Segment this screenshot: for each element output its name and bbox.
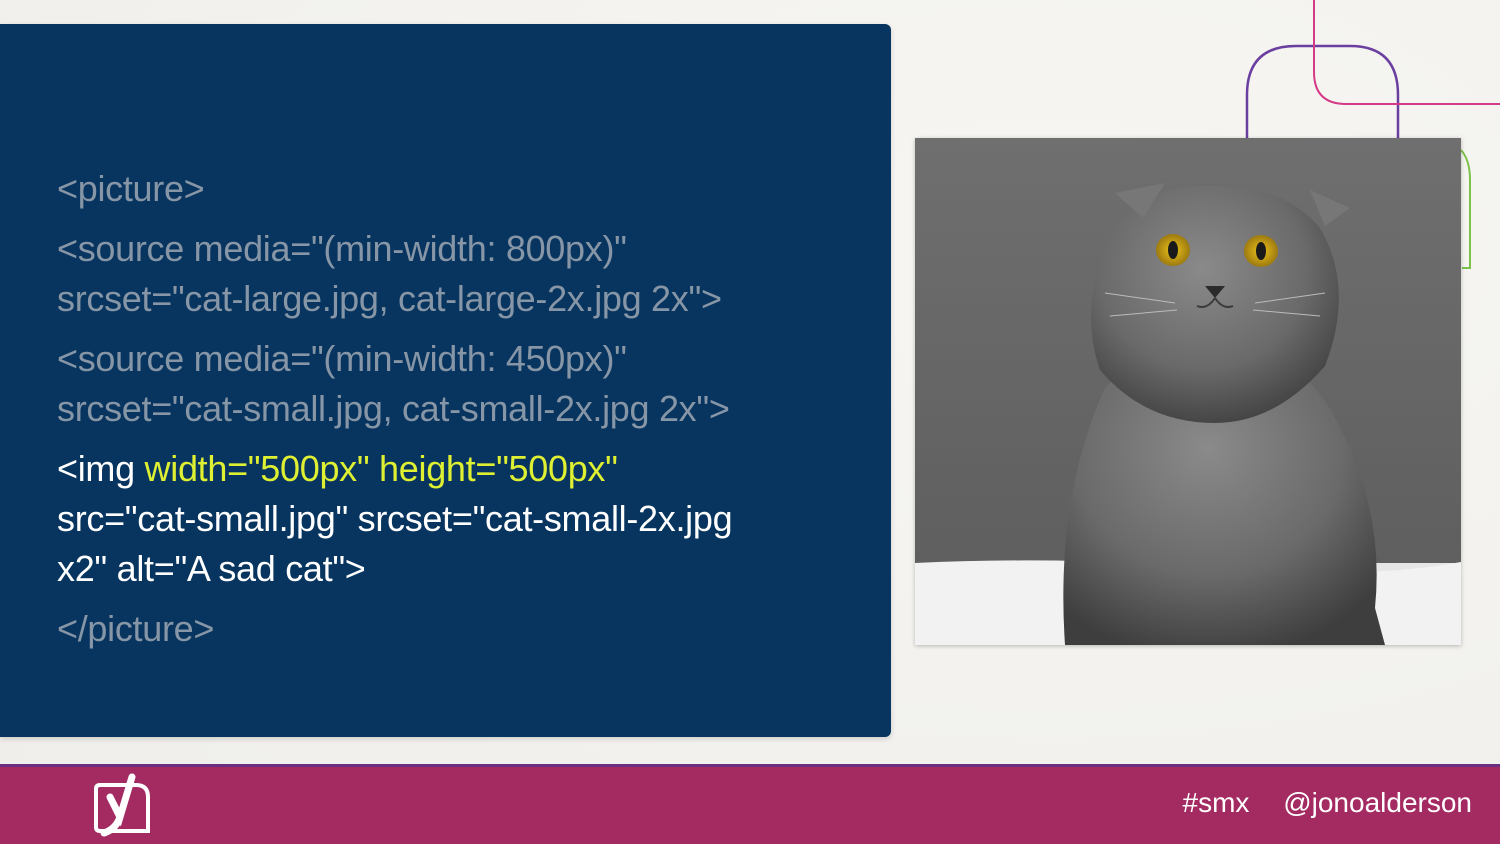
footer-bar: #smx @jonoalderson xyxy=(0,764,1500,844)
code-panel: <picture> <source media="(min-width: 800… xyxy=(0,24,891,737)
footer-tags: #smx @jonoalderson xyxy=(1157,787,1472,819)
source-small-srcset: srcset="cat-small.jpg, cat-small-2x.jpg … xyxy=(57,388,730,429)
img-line-1: <img width="500px" height="500px" xyxy=(57,444,857,494)
img-line-3: x2" alt="A sad cat"> xyxy=(57,548,366,589)
source-large: <source media="(min-width: 800px)" srcse… xyxy=(57,224,857,324)
source-large-srcset: srcset="cat-large.jpg, cat-large-2x.jpg … xyxy=(57,278,722,319)
img-line-2: src="cat-small.jpg" srcset="cat-small-2x… xyxy=(57,498,733,539)
img-tag: <img xyxy=(57,448,145,489)
twitter-handle: @jonoalderson xyxy=(1283,787,1472,818)
img-dimensions: width="500px" height="500px" xyxy=(144,448,618,489)
source-small-media: <source media="(min-width: 450px)" xyxy=(57,338,627,379)
picture-close-tag: </picture> xyxy=(57,608,215,649)
cat-photo xyxy=(915,138,1461,645)
yoast-logo-icon xyxy=(94,773,150,837)
code-block: <picture> <source media="(min-width: 800… xyxy=(57,164,857,664)
source-small: <source media="(min-width: 450px)" srcse… xyxy=(57,334,857,434)
picture-open-tag: <picture> xyxy=(57,168,205,209)
hashtag-smx: #smx xyxy=(1182,787,1250,818)
source-large-media: <source media="(min-width: 800px)" xyxy=(57,228,627,269)
img-element: <img width="500px" height="500px" src="c… xyxy=(57,444,857,594)
